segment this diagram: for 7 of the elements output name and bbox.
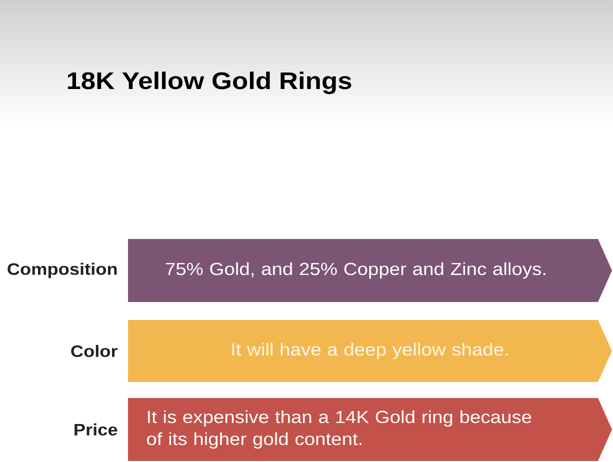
arrow-band: It will have a deep yellow shade. [128,320,612,382]
arrow-band: It is expensive than a 14K Gold ring because of its higher gold content. [128,398,612,461]
row-label: Composition [8,262,117,278]
row-label: Price [74,423,118,436]
row-label: Color [71,344,118,358]
title: 18K Yellow Gold Rings [68,72,352,94]
arrow-band: 75% Gold, and 25% Copper and Zinc alloys. [128,239,612,302]
